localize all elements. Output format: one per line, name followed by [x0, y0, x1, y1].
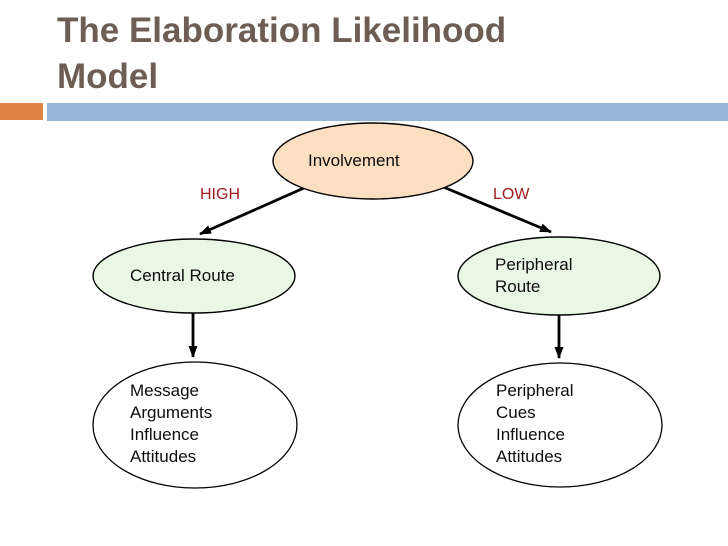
arrow-involvement-to-peripheral [440, 184, 552, 234]
arrow-involvement-to-central [199, 182, 314, 236]
involvement-node-label: Involvement [308, 151, 400, 170]
title-accent-orange-block [0, 103, 43, 120]
central-route-node [92, 238, 296, 314]
message-arguments-node [92, 361, 298, 489]
title-accent-blue-bar [47, 103, 728, 121]
central-route-node-label: Central Route [130, 266, 235, 285]
page-title: The Elaboration Likelihood Model [57, 11, 507, 96]
peripheral-route-node [457, 236, 661, 316]
involvement-node [272, 122, 474, 200]
high-branch-label: HIGH [200, 186, 240, 203]
peripheral-route-node-label: Peripheral Route [495, 255, 573, 296]
peripheral-cues-node-label: Peripheral Cues Influence Attitudes [496, 381, 574, 466]
low-branch-label: LOW [493, 186, 530, 203]
message-arguments-node-label: Message Arguments Influence Attitudes [130, 381, 213, 466]
peripheral-cues-node [457, 362, 663, 488]
